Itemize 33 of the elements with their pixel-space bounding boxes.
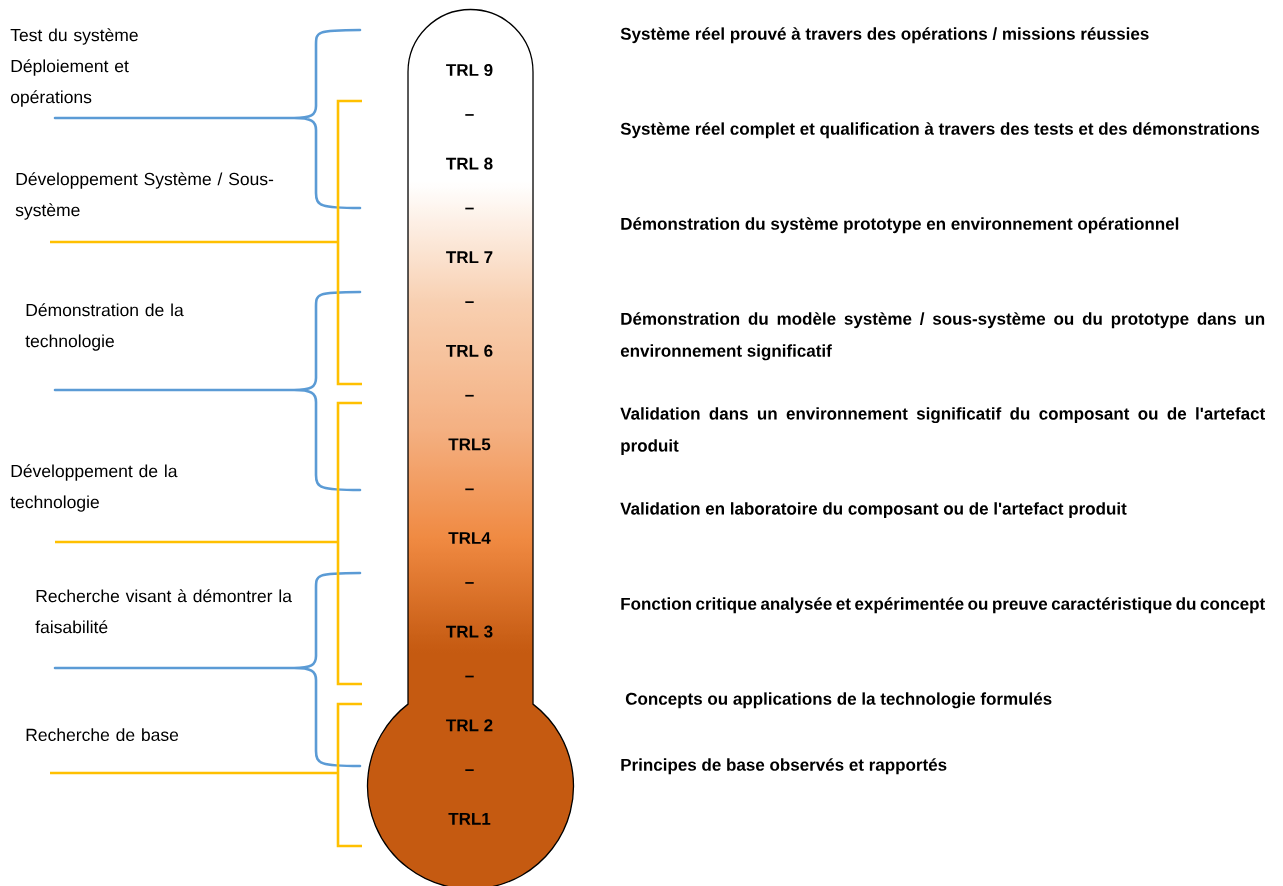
- level-label: TRL 7: [446, 251, 493, 264]
- level-label: TRL 2: [446, 719, 493, 732]
- level-separator: –: [465, 582, 474, 584]
- level-description: Concepts ou applications de la technologie formulés: [625, 692, 1052, 709]
- phase-label: Test du système Déploiement et opérations: [10, 28, 138, 107]
- phase-label: Développement de la technologie: [10, 464, 178, 512]
- level-label: TRL4: [448, 532, 491, 544]
- phase-label: Démonstration de la technologie: [25, 303, 184, 351]
- level-description: Démonstration du modèle système / sous-système ou du prototype dans un environnement significatif: [620, 312, 1265, 361]
- level-description: Système réel complet et qualification à travers des tests et des démonstrations: [620, 122, 1260, 139]
- level-separator: –: [465, 114, 474, 116]
- level-description: Démonstration du système prototype en environnement opérationnel: [621, 217, 1179, 234]
- phase-label: Recherche de base: [26, 728, 179, 742]
- level-separator: –: [465, 675, 474, 678]
- level-description: Système réel prouvé à travers des opérations / missions réussies: [620, 27, 1149, 44]
- phase-label: Recherche visant à démontrer la faisabilité: [35, 589, 292, 634]
- level-separator: –: [465, 301, 474, 303]
- level-label: TRL 6: [446, 344, 493, 357]
- level-description: Principes de base observés et rapportés: [621, 758, 947, 775]
- level-separator: –: [465, 394, 474, 397]
- level-label: TRL 9: [446, 64, 493, 76]
- level-description: Validation dans un environnement significatif du composant ou de l'artefact produit: [620, 407, 1265, 456]
- level-label: TRL1: [448, 812, 491, 825]
- level-separator: –: [465, 488, 474, 491]
- level-description: Fonction critique analysée et expérimentée ou preuve caractéristique du concept: [621, 597, 1265, 614]
- level-description: Validation en laboratoire du composant ou de l'artefact produit: [620, 502, 1127, 519]
- thermometer: [366, 8, 575, 886]
- level-separator: –: [465, 769, 474, 771]
- level-separator: –: [465, 207, 474, 210]
- phase-label: Développement Système / Sous-système: [15, 172, 274, 220]
- level-label: TRL 8: [446, 157, 493, 170]
- level-label: TRL 3: [446, 625, 493, 638]
- level-label: TRL5: [448, 438, 491, 451]
